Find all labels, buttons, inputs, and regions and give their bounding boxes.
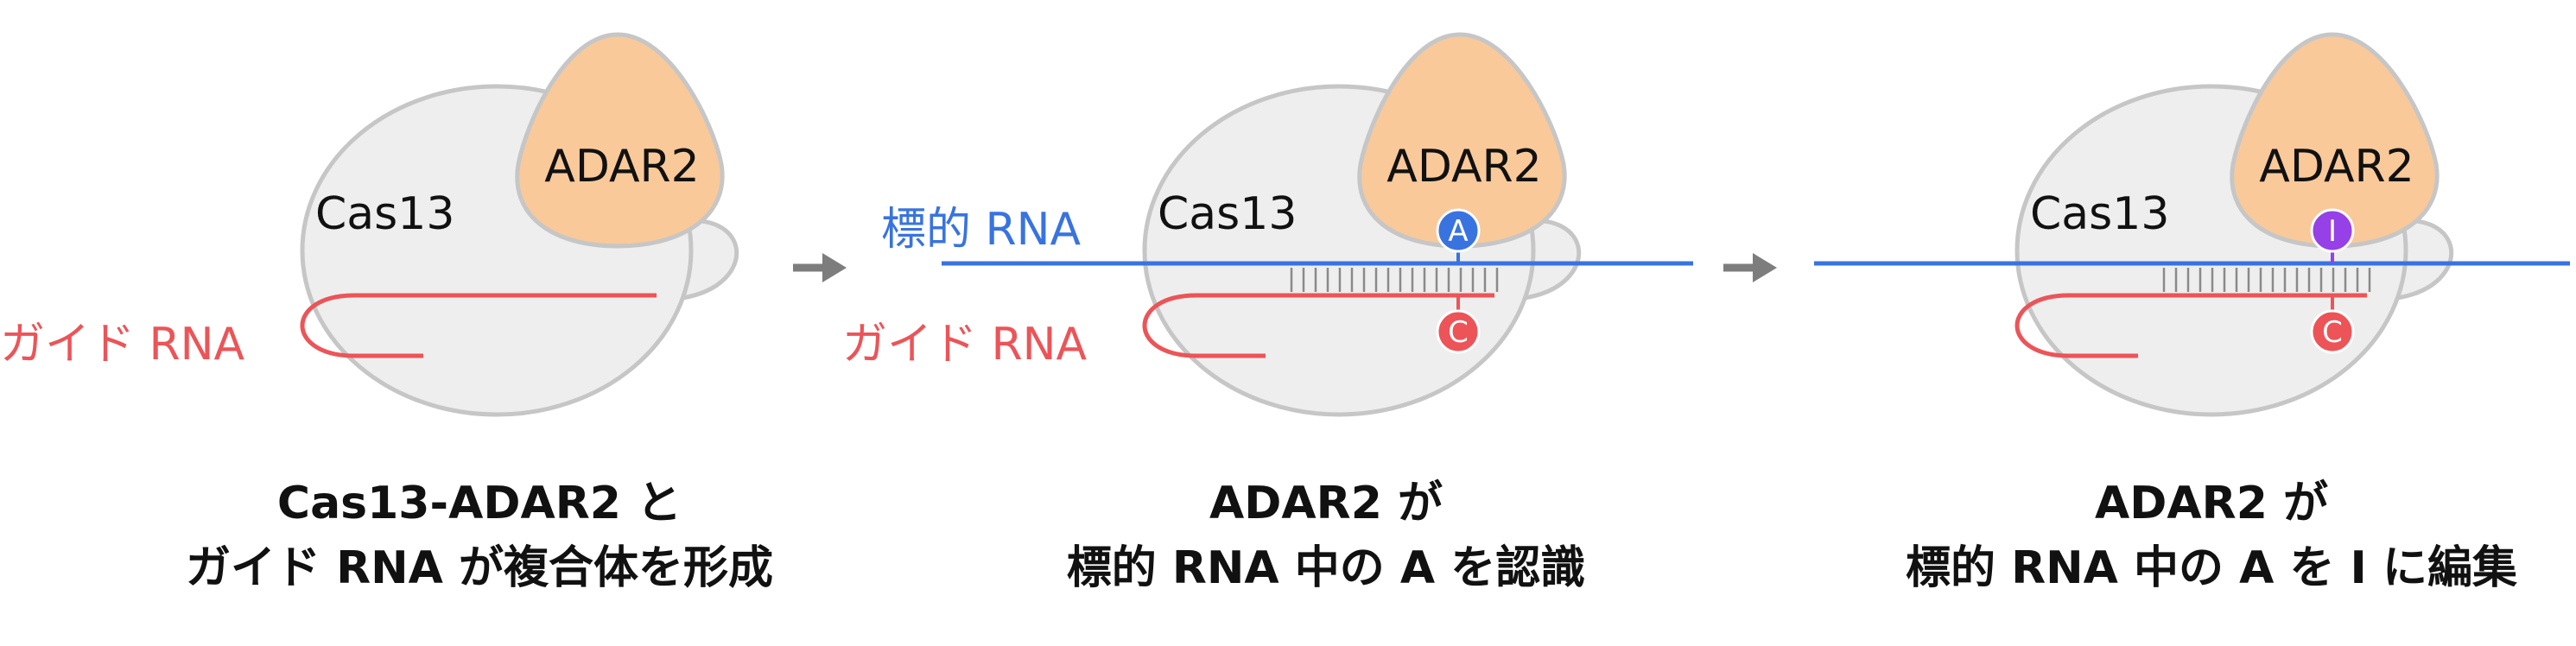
guide-nucleotide-label: C: [2322, 315, 2343, 350]
caption-line-2: ガイド RNA が複合体を形成: [186, 542, 773, 594]
caption-line-1: ADAR2 が: [1209, 478, 1443, 529]
caption-line-2: 標的 RNA 中の A を I に編集: [1906, 542, 2517, 594]
cas13-label: Cas13: [1158, 188, 1297, 240]
panel-3-editing: Cas13 ADAR2 I C ADAR2 が 標的 RNA 中の A を I …: [1814, 32, 2570, 594]
right-arrow-icon: [1723, 253, 1777, 282]
target-nucleotide-i: [2310, 208, 2355, 253]
right-arrow-icon: [793, 253, 847, 282]
caption-line-1: Cas13-ADAR2 と: [277, 478, 682, 529]
guide-nucleotide-c: [1436, 309, 1481, 354]
caption-line-1: ADAR2 が: [2095, 478, 2328, 529]
panel-1-complex-formation: Cas13 ADAR2 ガイド RNA Cas13-ADAR2 と ガイド RN…: [0, 32, 773, 594]
guide-rna-strand: [1142, 293, 1494, 358]
panel-2-recognition: Cas13 ADAR2 標的 RNA ガイド RNA A C ADAR2 が 標…: [842, 32, 1693, 594]
guide-rna-strand: [2014, 293, 2367, 358]
adar2-label: ADAR2: [1386, 141, 1542, 193]
cas13-label: Cas13: [315, 188, 454, 240]
adar2-label: ADAR2: [544, 141, 700, 193]
target-nucleotide-a: [1436, 208, 1481, 253]
guide-rna-label: ガイド RNA: [842, 319, 1088, 370]
guide-rna-label: ガイド RNA: [0, 319, 245, 370]
target-rna-label: 標的 RNA: [881, 204, 1082, 256]
caption-line-2: 標的 RNA 中の A を認識: [1067, 542, 1585, 594]
target-nucleotide-label: I: [2328, 214, 2337, 249]
guide-nucleotide-label: C: [1448, 315, 1469, 350]
cas13-label: Cas13: [2030, 188, 2169, 240]
adar2-body: [515, 32, 725, 249]
guide-rna-strand: [300, 293, 657, 358]
guide-nucleotide-c: [2310, 309, 2355, 354]
target-nucleotide-label: A: [1448, 214, 1468, 249]
base-pair-ticks: [1290, 268, 1499, 292]
base-pair-ticks: [2162, 268, 2371, 292]
adar2-label: ADAR2: [2259, 141, 2414, 193]
